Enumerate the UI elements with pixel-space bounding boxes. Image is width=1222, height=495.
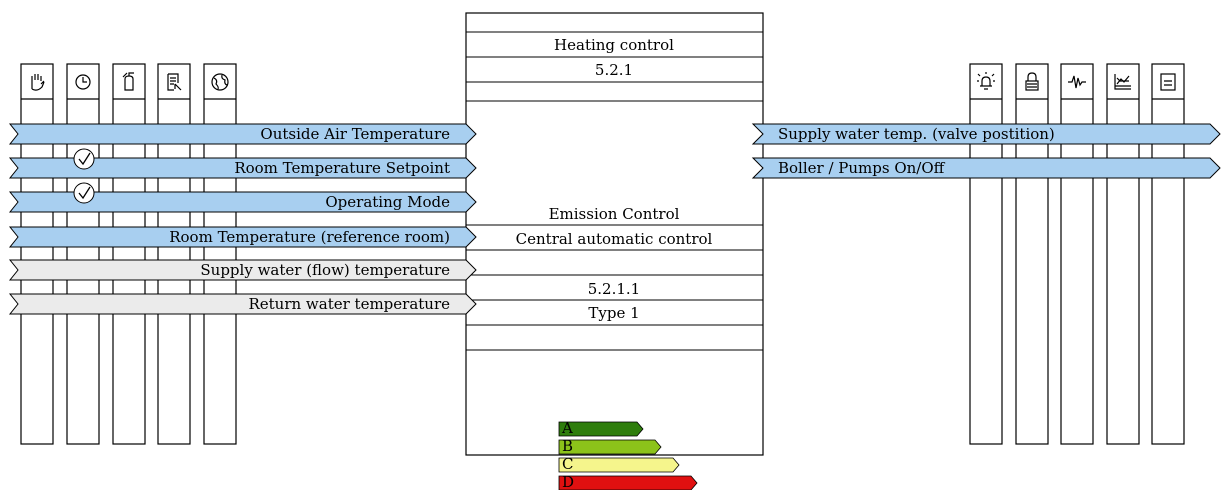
sub-type-label: Central automatic control — [516, 230, 713, 248]
function-title: Heating control — [554, 36, 674, 54]
clock-icon[interactable] — [75, 74, 91, 90]
left-column-fire-extinguisher — [112, 63, 146, 445]
left-column-clock — [66, 63, 100, 445]
right-column-lock — [1015, 63, 1049, 445]
output-arrows: Supply water temp. (valve postition) Boll… — [751, 123, 1221, 179]
input-label: Room Temperature (reference room) — [169, 228, 450, 246]
energy-class-c: C — [558, 455, 680, 473]
right-icon-columns — [969, 63, 1185, 445]
input-arrow[interactable]: Supply water (flow) temperature — [8, 259, 477, 281]
output-arrow[interactable]: Supply water temp. (valve postition) — [751, 123, 1221, 145]
input-arrow[interactable]: Room Temperature Setpoint — [8, 148, 477, 179]
energy-class-label: D — [562, 473, 574, 490]
input-arrow[interactable]: Operating Mode — [8, 182, 477, 213]
sub-code-label: 5.2.1.1 — [588, 280, 640, 298]
left-column-hand — [20, 63, 54, 445]
input-arrow[interactable]: Outside Air Temperature — [8, 123, 477, 145]
lock-icon[interactable] — [1025, 72, 1039, 91]
input-arrow[interactable]: Return water temperature — [8, 293, 477, 315]
output-arrow[interactable]: Boller / Pumps On/Off — [751, 157, 1221, 179]
energy-class-a: A — [558, 419, 644, 437]
left-icon-columns — [20, 63, 237, 445]
function-block: Heating control 5.2.1 Emission Control C… — [465, 12, 764, 456]
alarm-bell-icon[interactable] — [977, 72, 995, 90]
left-column-document-pointer — [157, 63, 191, 445]
globe-icon[interactable] — [211, 73, 229, 91]
trend-chart-icon[interactable] — [1114, 74, 1131, 90]
right-column-list — [1151, 63, 1185, 445]
output-label: Supply water temp. (valve postition) — [778, 125, 1055, 143]
output-label: Boller / Pumps On/Off — [778, 159, 946, 177]
input-arrow[interactable]: Room Temperature (reference room) — [8, 226, 477, 248]
document-pointer-icon[interactable] — [167, 73, 182, 91]
input-label: Supply water (flow) temperature — [200, 261, 450, 279]
right-column-trend-chart — [1106, 63, 1140, 445]
energy-class-label: C — [562, 455, 573, 473]
fire-extinguisher-icon[interactable] — [122, 72, 134, 91]
type-label: Type 1 — [588, 304, 639, 322]
input-label: Operating Mode — [325, 193, 450, 211]
pulse-icon[interactable] — [1068, 75, 1086, 89]
list-icon[interactable] — [1160, 73, 1176, 91]
hand-icon[interactable] — [31, 74, 45, 91]
input-label: Room Temperature Setpoint — [234, 159, 450, 177]
energy-class-label: B — [562, 437, 573, 455]
check-icon — [73, 148, 95, 170]
left-column-globe — [203, 63, 237, 445]
energy-class-d: D — [558, 473, 698, 491]
check-icon — [73, 182, 95, 204]
function-code: 5.2.1 — [595, 61, 633, 79]
right-column-alarm-bell — [969, 63, 1003, 445]
energy-class-label: A — [561, 419, 573, 437]
input-label: Outside Air Temperature — [260, 125, 450, 143]
right-column-pulse — [1060, 63, 1094, 445]
sub-function-label: Emission Control — [549, 205, 680, 223]
input-label: Return water temperature — [248, 295, 450, 313]
energy-class-b: B — [558, 437, 662, 455]
